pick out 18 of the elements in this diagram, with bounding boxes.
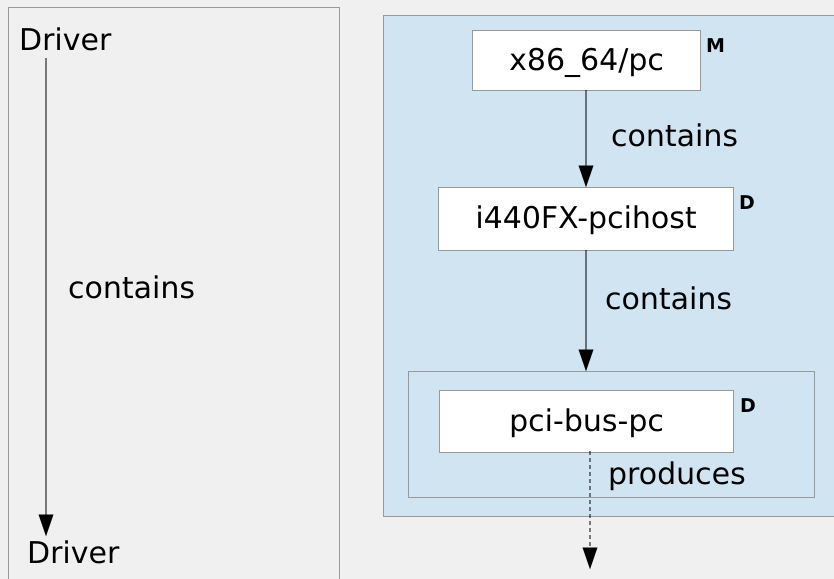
process-box: [439, 390, 734, 453]
panel-background: [8, 7, 340, 579]
type-tag: D: [740, 396, 756, 416]
group-box: [408, 371, 815, 498]
arrow: [38, 58, 54, 536]
box-label: x86_64/pc: [509, 42, 664, 78]
arrow: [582, 450, 598, 570]
type-tag: M: [706, 36, 725, 56]
panel-background: [383, 15, 834, 517]
arrow: [578, 90, 594, 188]
type-tag: D: [739, 193, 755, 213]
box-label: i440FX-pcihost: [475, 201, 697, 237]
process-box: [438, 187, 734, 251]
process-box: [472, 30, 701, 91]
node-label: Driver: [27, 536, 120, 572]
box-label: pci-bus-pc: [509, 404, 664, 440]
node-label: Driver: [19, 23, 112, 59]
arrow: [578, 250, 594, 372]
